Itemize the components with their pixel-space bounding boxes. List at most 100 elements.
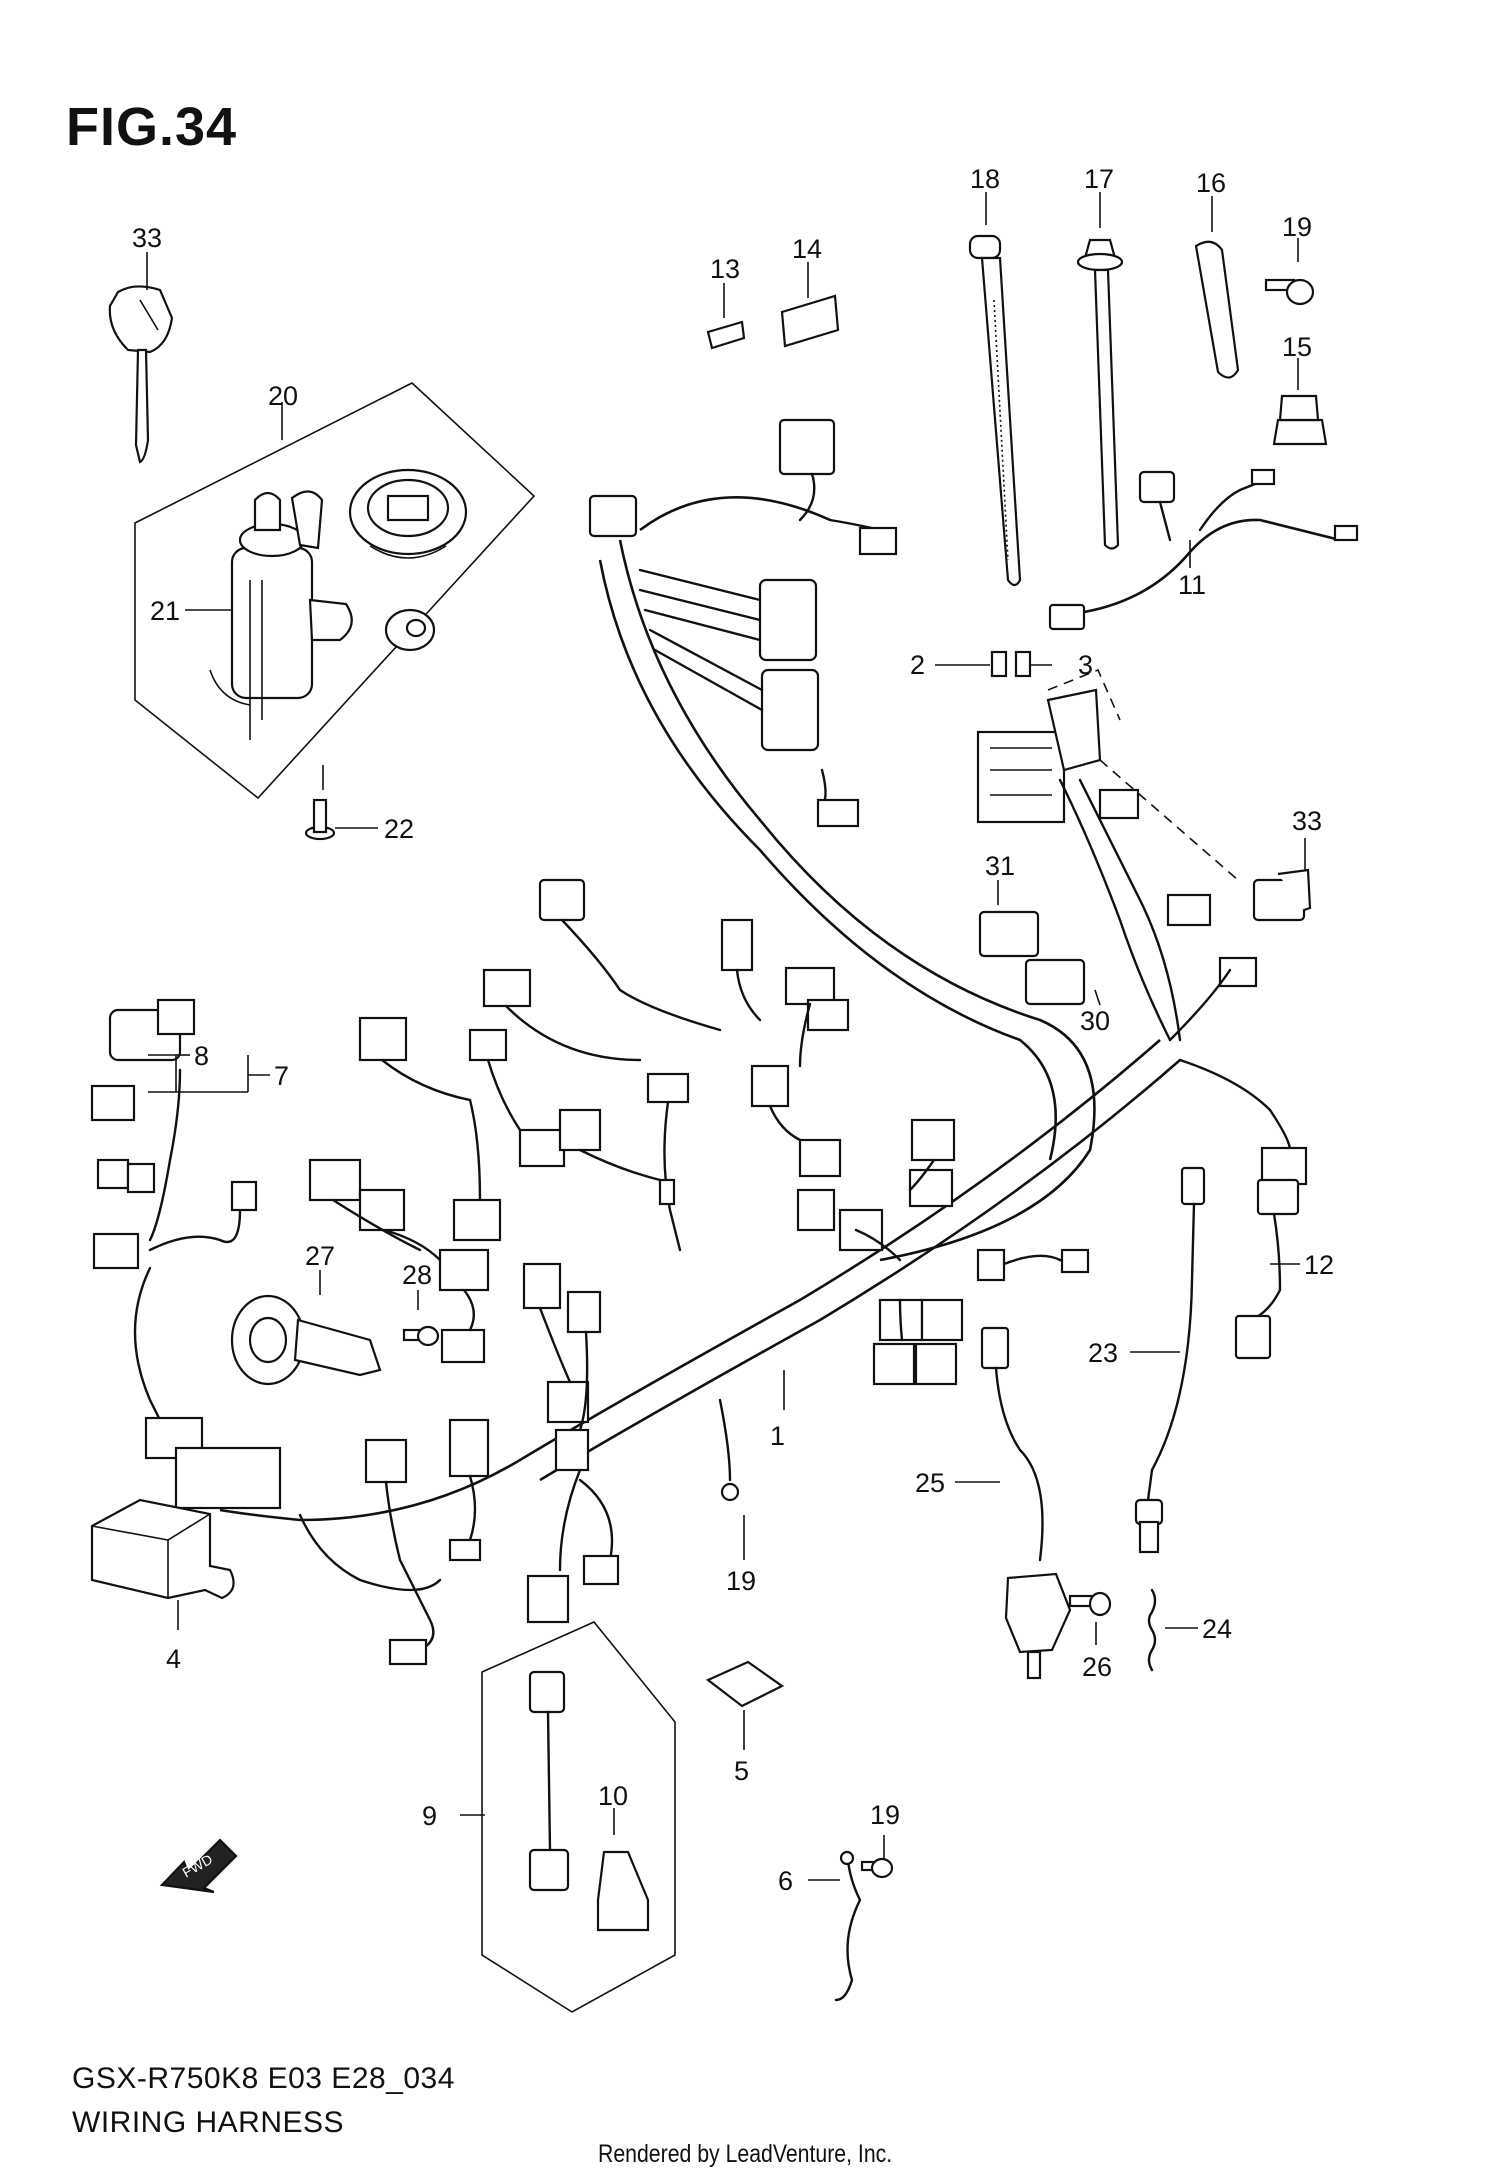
connector-l7[interactable] [174,1446,282,1510]
sub-harness-11[interactable] [1048,468,1359,631]
spring-25[interactable] [1147,1588,1157,1672]
fuse-2[interactable] [990,650,1008,678]
connector-m20[interactable] [438,1248,490,1292]
callout-2: 2 [910,650,925,680]
pad-5[interactable] [705,1660,785,1708]
connector-m5[interactable] [358,1188,406,1232]
connector-b2[interactable] [448,1418,490,1478]
sub-harness-12[interactable] [1234,1178,1300,1360]
sub-harness-9[interactable] [528,1670,570,1892]
connector-b4[interactable] [448,1538,482,1562]
label-13[interactable] [706,320,746,350]
ecm-connector-a[interactable] [758,578,818,662]
callout-19b: 19 [870,1800,900,1830]
ignition-switch[interactable] [209,490,353,740]
sensor-26[interactable] [980,1326,1072,1680]
ignition-key[interactable] [108,285,174,464]
connector-m9[interactable] [452,1198,502,1242]
connector-m32[interactable] [1060,1248,1090,1274]
connector-m13[interactable] [646,1072,690,1104]
connector-m18[interactable] [908,1168,954,1208]
connector-m27[interactable] [872,1342,916,1386]
connector-ecm-lower[interactable] [816,798,860,828]
cap-10[interactable] [596,1850,650,1932]
connector-l2[interactable] [90,1084,136,1122]
bolt-29[interactable] [402,1325,440,1347]
connector-r2[interactable] [1166,893,1212,927]
connector-top-center[interactable] [778,418,836,476]
fuel-cap[interactable] [348,468,468,559]
screw-23[interactable] [304,798,336,841]
connector-top-left[interactable] [588,494,638,538]
callout-16: 16 [1196,168,1226,198]
connector-m4[interactable] [308,1158,362,1202]
main-wiring-harness[interactable] [90,418,1308,1666]
connector-m19[interactable] [838,1208,884,1252]
connector-m6[interactable] [468,1028,508,1062]
band-16[interactable] [1194,240,1240,379]
connector-r4[interactable] [1260,1146,1308,1186]
connector-l4[interactable] [92,1232,140,1270]
connector-m12[interactable] [806,998,850,1032]
clamp-15[interactable] [1272,394,1328,446]
connector-l5[interactable] [230,1180,258,1212]
connector-b6[interactable] [582,1554,620,1586]
fuse-box[interactable] [976,688,1102,824]
callout-19a: 19 [1282,212,1312,242]
connector-m14[interactable] [750,1064,790,1108]
connector-r3[interactable] [1218,956,1258,988]
connector-m15[interactable] [910,1118,956,1162]
connector-m26[interactable] [566,1290,602,1334]
connector-m29[interactable] [546,1380,590,1424]
bracket-6[interactable] [834,1858,862,2002]
connector-m11[interactable] [784,966,836,1006]
connector-m24[interactable] [976,1248,1006,1282]
callout-9: 9 [422,1801,437,1831]
connector-m17[interactable] [796,1188,836,1232]
seat-lock-cylinder[interactable] [384,608,436,652]
bolt-19b[interactable] [860,1857,894,1879]
connector-r1[interactable] [1098,788,1140,820]
connector-m3[interactable] [358,1016,408,1062]
sensor-24[interactable] [1134,1166,1206,1554]
fwd-arrow-icon: FWD [159,1838,238,1894]
bolt-19[interactable] [1264,278,1315,306]
callout-6: 6 [778,1866,793,1896]
relay-31[interactable] [978,910,1040,958]
connector-m2[interactable] [482,968,532,1008]
connector-m23[interactable] [920,1298,964,1342]
cable-tie-17[interactable] [1076,238,1124,550]
connector-m21[interactable] [440,1328,486,1364]
fuse-3[interactable] [1014,650,1032,678]
horn[interactable] [230,1294,382,1386]
connector-l3b[interactable] [126,1162,156,1194]
relay-30[interactable] [1024,958,1086,1006]
ecm-connector-b[interactable] [760,668,820,752]
connector-m31[interactable] [658,1178,676,1206]
model-code: GSX-R750K8 E03 E28_034 [72,2062,455,2095]
connector-b1[interactable] [364,1438,408,1484]
connector-l3[interactable] [96,1158,130,1190]
connector-b5[interactable] [526,1574,570,1624]
connector-m30[interactable] [554,1428,590,1472]
connector-m16[interactable] [798,1138,842,1178]
callout-29: 28 [402,1260,432,1290]
connector-b3[interactable] [388,1638,428,1666]
connector-m25[interactable] [522,1262,562,1310]
label-14[interactable] [780,294,840,348]
connector-m7[interactable] [518,1128,566,1168]
connector-m1[interactable] [538,878,586,922]
connector-m10[interactable] [720,918,754,972]
connector-m28[interactable] [914,1342,958,1386]
screw-27[interactable] [1068,1591,1112,1617]
cover-4[interactable] [90,1498,235,1600]
callout-32: 33 [1292,806,1322,836]
lock-set-frame [134,382,536,800]
callout-4: 4 [166,1644,181,1674]
connector-m8[interactable] [558,1108,602,1152]
cable-tie-18[interactable] [968,234,1022,587]
connector-top-right[interactable] [858,526,898,556]
connector-32[interactable] [1252,868,1312,922]
ground-terminal-20[interactable] [720,1482,740,1502]
connector-l1b[interactable] [156,998,196,1036]
